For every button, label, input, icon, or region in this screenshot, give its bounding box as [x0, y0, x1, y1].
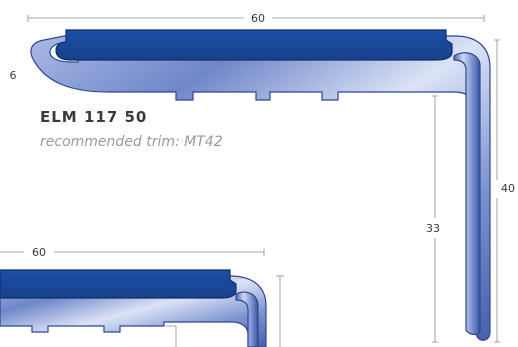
product-code: ELM 117 50	[40, 108, 148, 126]
main-profile-body	[30, 35, 491, 341]
dimension-second-width-label: 60	[32, 246, 46, 259]
dimension-inner-leg-label: 33	[426, 222, 440, 235]
dimension-second-width: 60	[0, 246, 284, 347]
main-profile	[30, 29, 491, 341]
main-profile-leg-channel	[453, 52, 481, 336]
dimension-inner-leg: 33	[426, 95, 440, 343]
dimension-nose-height-label: 6	[10, 69, 17, 82]
main-profile-insert	[55, 29, 453, 61]
dimension-nose-height: 6	[10, 69, 17, 82]
secondary-profile-insert	[0, 269, 237, 299]
dimension-outer-leg-label: 40	[501, 182, 515, 195]
secondary-profile-leg-channel	[235, 291, 259, 347]
dimension-main-width: 60	[27, 12, 485, 25]
recommended-trim: recommended trim: MT42	[40, 134, 223, 150]
dimension-outer-leg: 40	[494, 39, 515, 343]
secondary-profile	[0, 269, 267, 347]
dimension-main-width-label: 60	[251, 12, 265, 25]
secondary-dimension-tick	[166, 325, 177, 347]
